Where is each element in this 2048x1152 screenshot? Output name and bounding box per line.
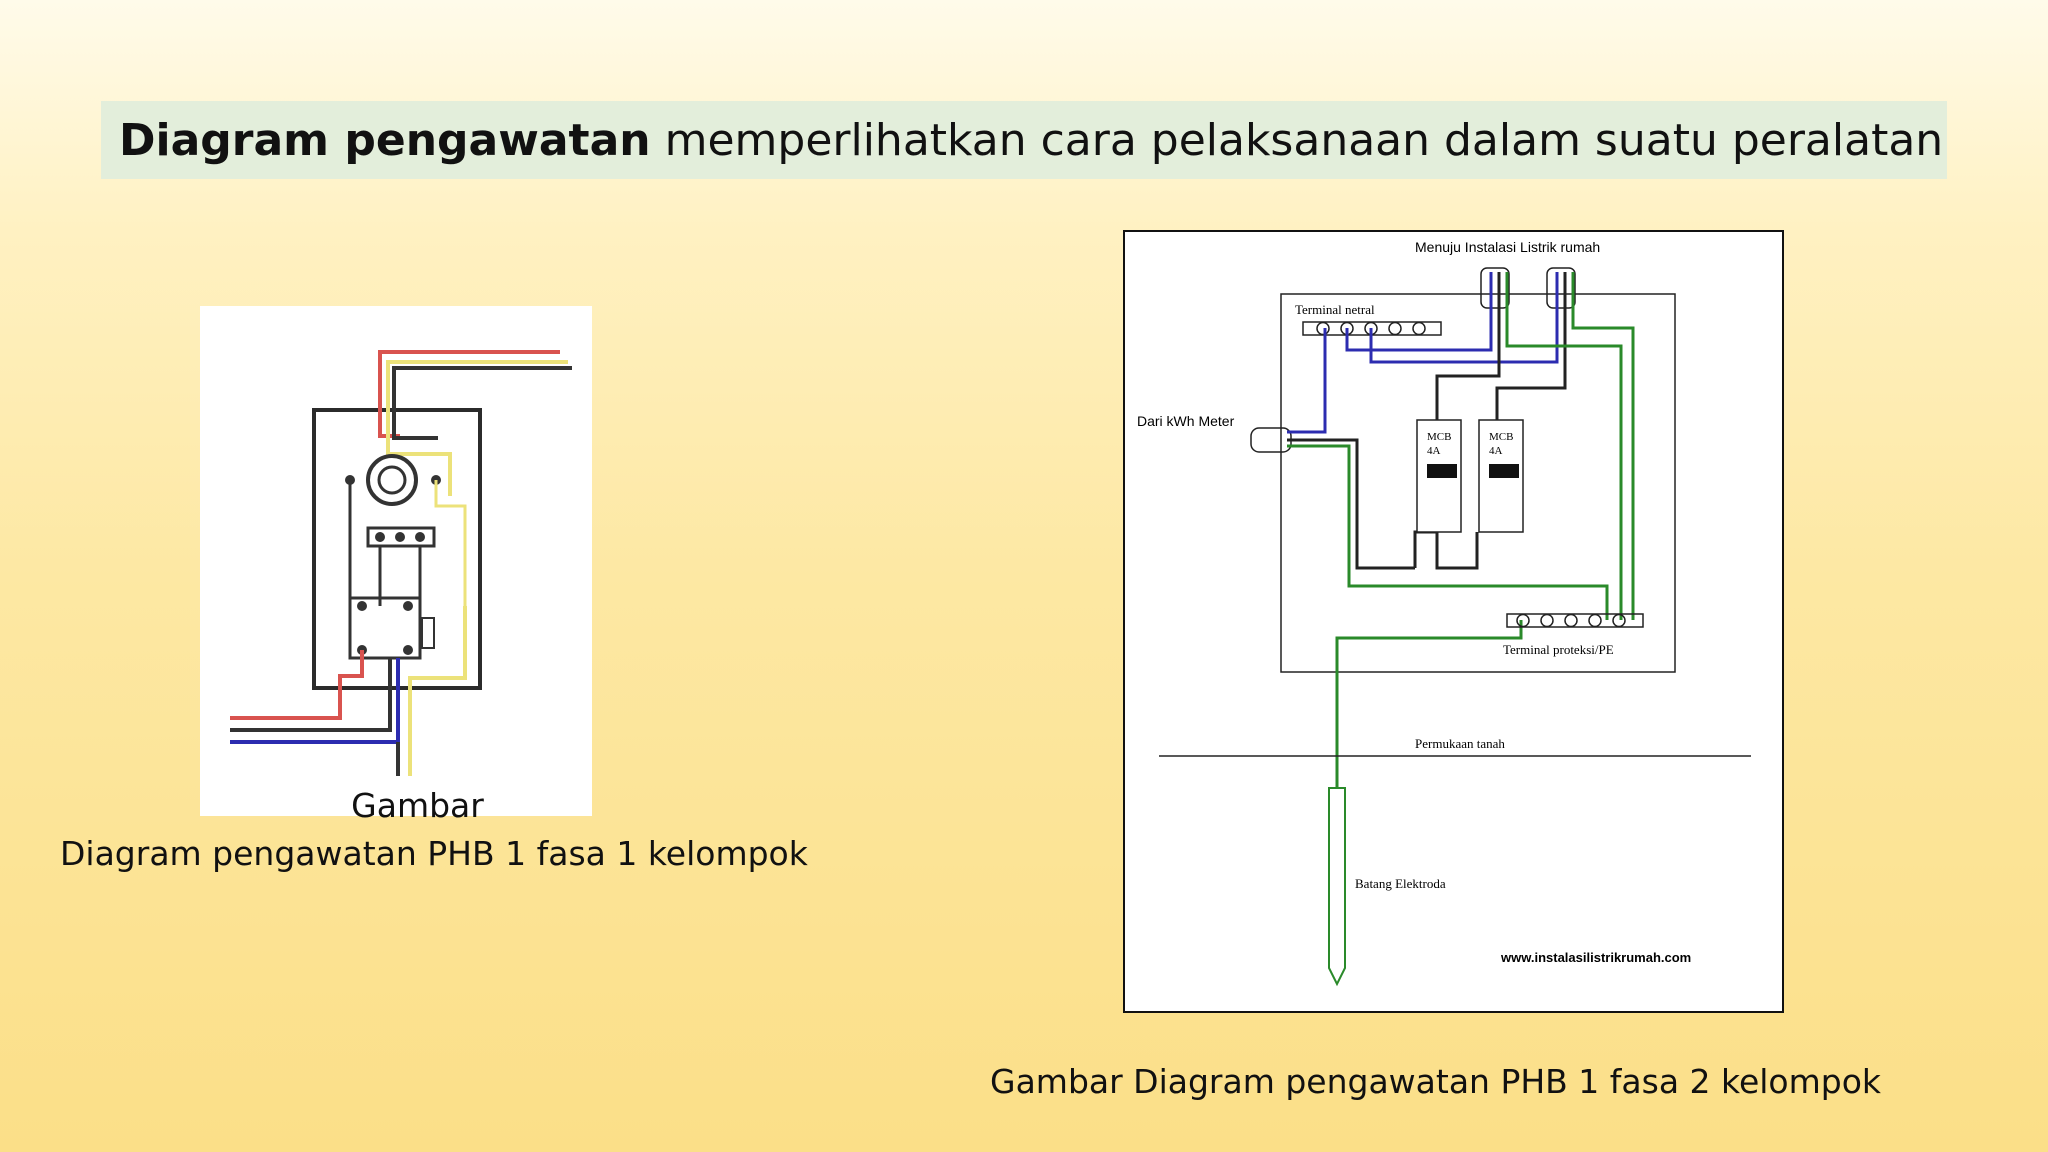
terminal-dot <box>403 601 413 611</box>
terminal-dot <box>395 532 405 542</box>
pe-terminal-strip <box>1506 613 1644 628</box>
terminal-dot <box>375 532 385 542</box>
red-wire-top <box>378 350 560 438</box>
pe-wire-ground <box>1335 620 1523 788</box>
slide-title: Diagram pengawatan memperlihatkan cara p… <box>101 101 1947 179</box>
panel-enclosure <box>1280 293 1676 673</box>
label-ground-surface: Permukaan tanah <box>1415 736 1505 751</box>
neutral-screw <box>1316 321 1330 336</box>
pe-wire-out-1 <box>1505 272 1623 620</box>
mcb-2-rating: 4A <box>1489 445 1503 457</box>
phase-wire-out-1 <box>1435 272 1501 420</box>
terminal-strip <box>366 526 436 548</box>
pe-screw <box>1540 613 1554 628</box>
mcb-1-switch <box>1427 464 1457 478</box>
left-caption-line2: Diagram pengawatan PHB 1 fasa 1 kelompok <box>60 834 808 873</box>
neutral-wire-out-2 <box>1369 272 1559 364</box>
cable-gland-2 <box>1546 267 1576 309</box>
phb-1-group-wiring <box>230 350 572 776</box>
kwh-cable-gland <box>1250 427 1292 453</box>
mcb-1-rating: 4A <box>1427 445 1441 457</box>
neutral-screw <box>1412 321 1426 336</box>
phase-bridge <box>1413 530 1479 570</box>
phb-1-group-diagram <box>200 306 592 816</box>
inner-yellow-wire <box>434 480 467 606</box>
phb-2-group-wiring: Menuju Instalasi Listrik rumah Terminal … <box>1137 239 1751 987</box>
neutral-wire-in <box>1287 328 1327 434</box>
label-pe-terminal: Terminal proteksi/PE <box>1503 642 1614 657</box>
neutral-wire-out-1 <box>1345 272 1493 352</box>
source-website: www.instalasilistrikrumah.com <box>1500 950 1691 965</box>
red-wire-bottom <box>230 650 364 720</box>
slide-title-bold: Diagram pengawatan <box>119 114 651 166</box>
meter-inner <box>377 465 407 495</box>
pe-screw <box>1564 613 1578 628</box>
slide-title-rest: memperlihatkan cara pelaksanaan dalam su… <box>664 114 1947 166</box>
label-to-house: Menuju Instalasi Listrik rumah <box>1415 239 1600 255</box>
label-neutral-terminal: Terminal netral <box>1295 302 1375 317</box>
label-from-kwh: Dari kWh Meter <box>1137 413 1235 429</box>
neutral-screw <box>1388 321 1402 336</box>
yellow-wire-bottom <box>408 606 467 776</box>
phb-2-group-diagram: Menuju Instalasi Listrik rumah Terminal … <box>1123 230 1784 1013</box>
mcb-2-label: MCB <box>1489 431 1513 443</box>
terminal-dot <box>403 645 413 655</box>
pe-screw <box>1612 613 1626 628</box>
black-wire-bottom <box>230 658 392 732</box>
terminal-dot <box>357 601 367 611</box>
pe-wire-in <box>1287 444 1609 620</box>
mcb-1-label: MCB <box>1427 431 1451 443</box>
right-caption: Gambar Diagram pengawatan PHB 1 fasa 2 k… <box>990 1062 1881 1101</box>
black-wire-top <box>392 366 572 440</box>
pe-wire-out-2 <box>1571 272 1635 620</box>
terminal-dot <box>415 532 425 542</box>
panel-box <box>312 408 482 690</box>
yellow-wire-top <box>386 360 568 496</box>
pe-screw <box>1588 613 1602 628</box>
pe-screw <box>1516 613 1530 628</box>
left-caption-line1: Gambar <box>351 786 484 825</box>
phase-wire-in <box>1287 438 1415 570</box>
phase-wire-out-2 <box>1495 272 1567 420</box>
mcb-2-switch <box>1489 464 1519 478</box>
label-electrode: Batang Elektroda <box>1355 876 1446 891</box>
fuse <box>421 617 435 649</box>
meter-circle <box>366 454 418 506</box>
cable-gland-1 <box>1480 267 1510 309</box>
ground-electrode <box>1328 787 1346 987</box>
switch-box <box>348 596 422 660</box>
